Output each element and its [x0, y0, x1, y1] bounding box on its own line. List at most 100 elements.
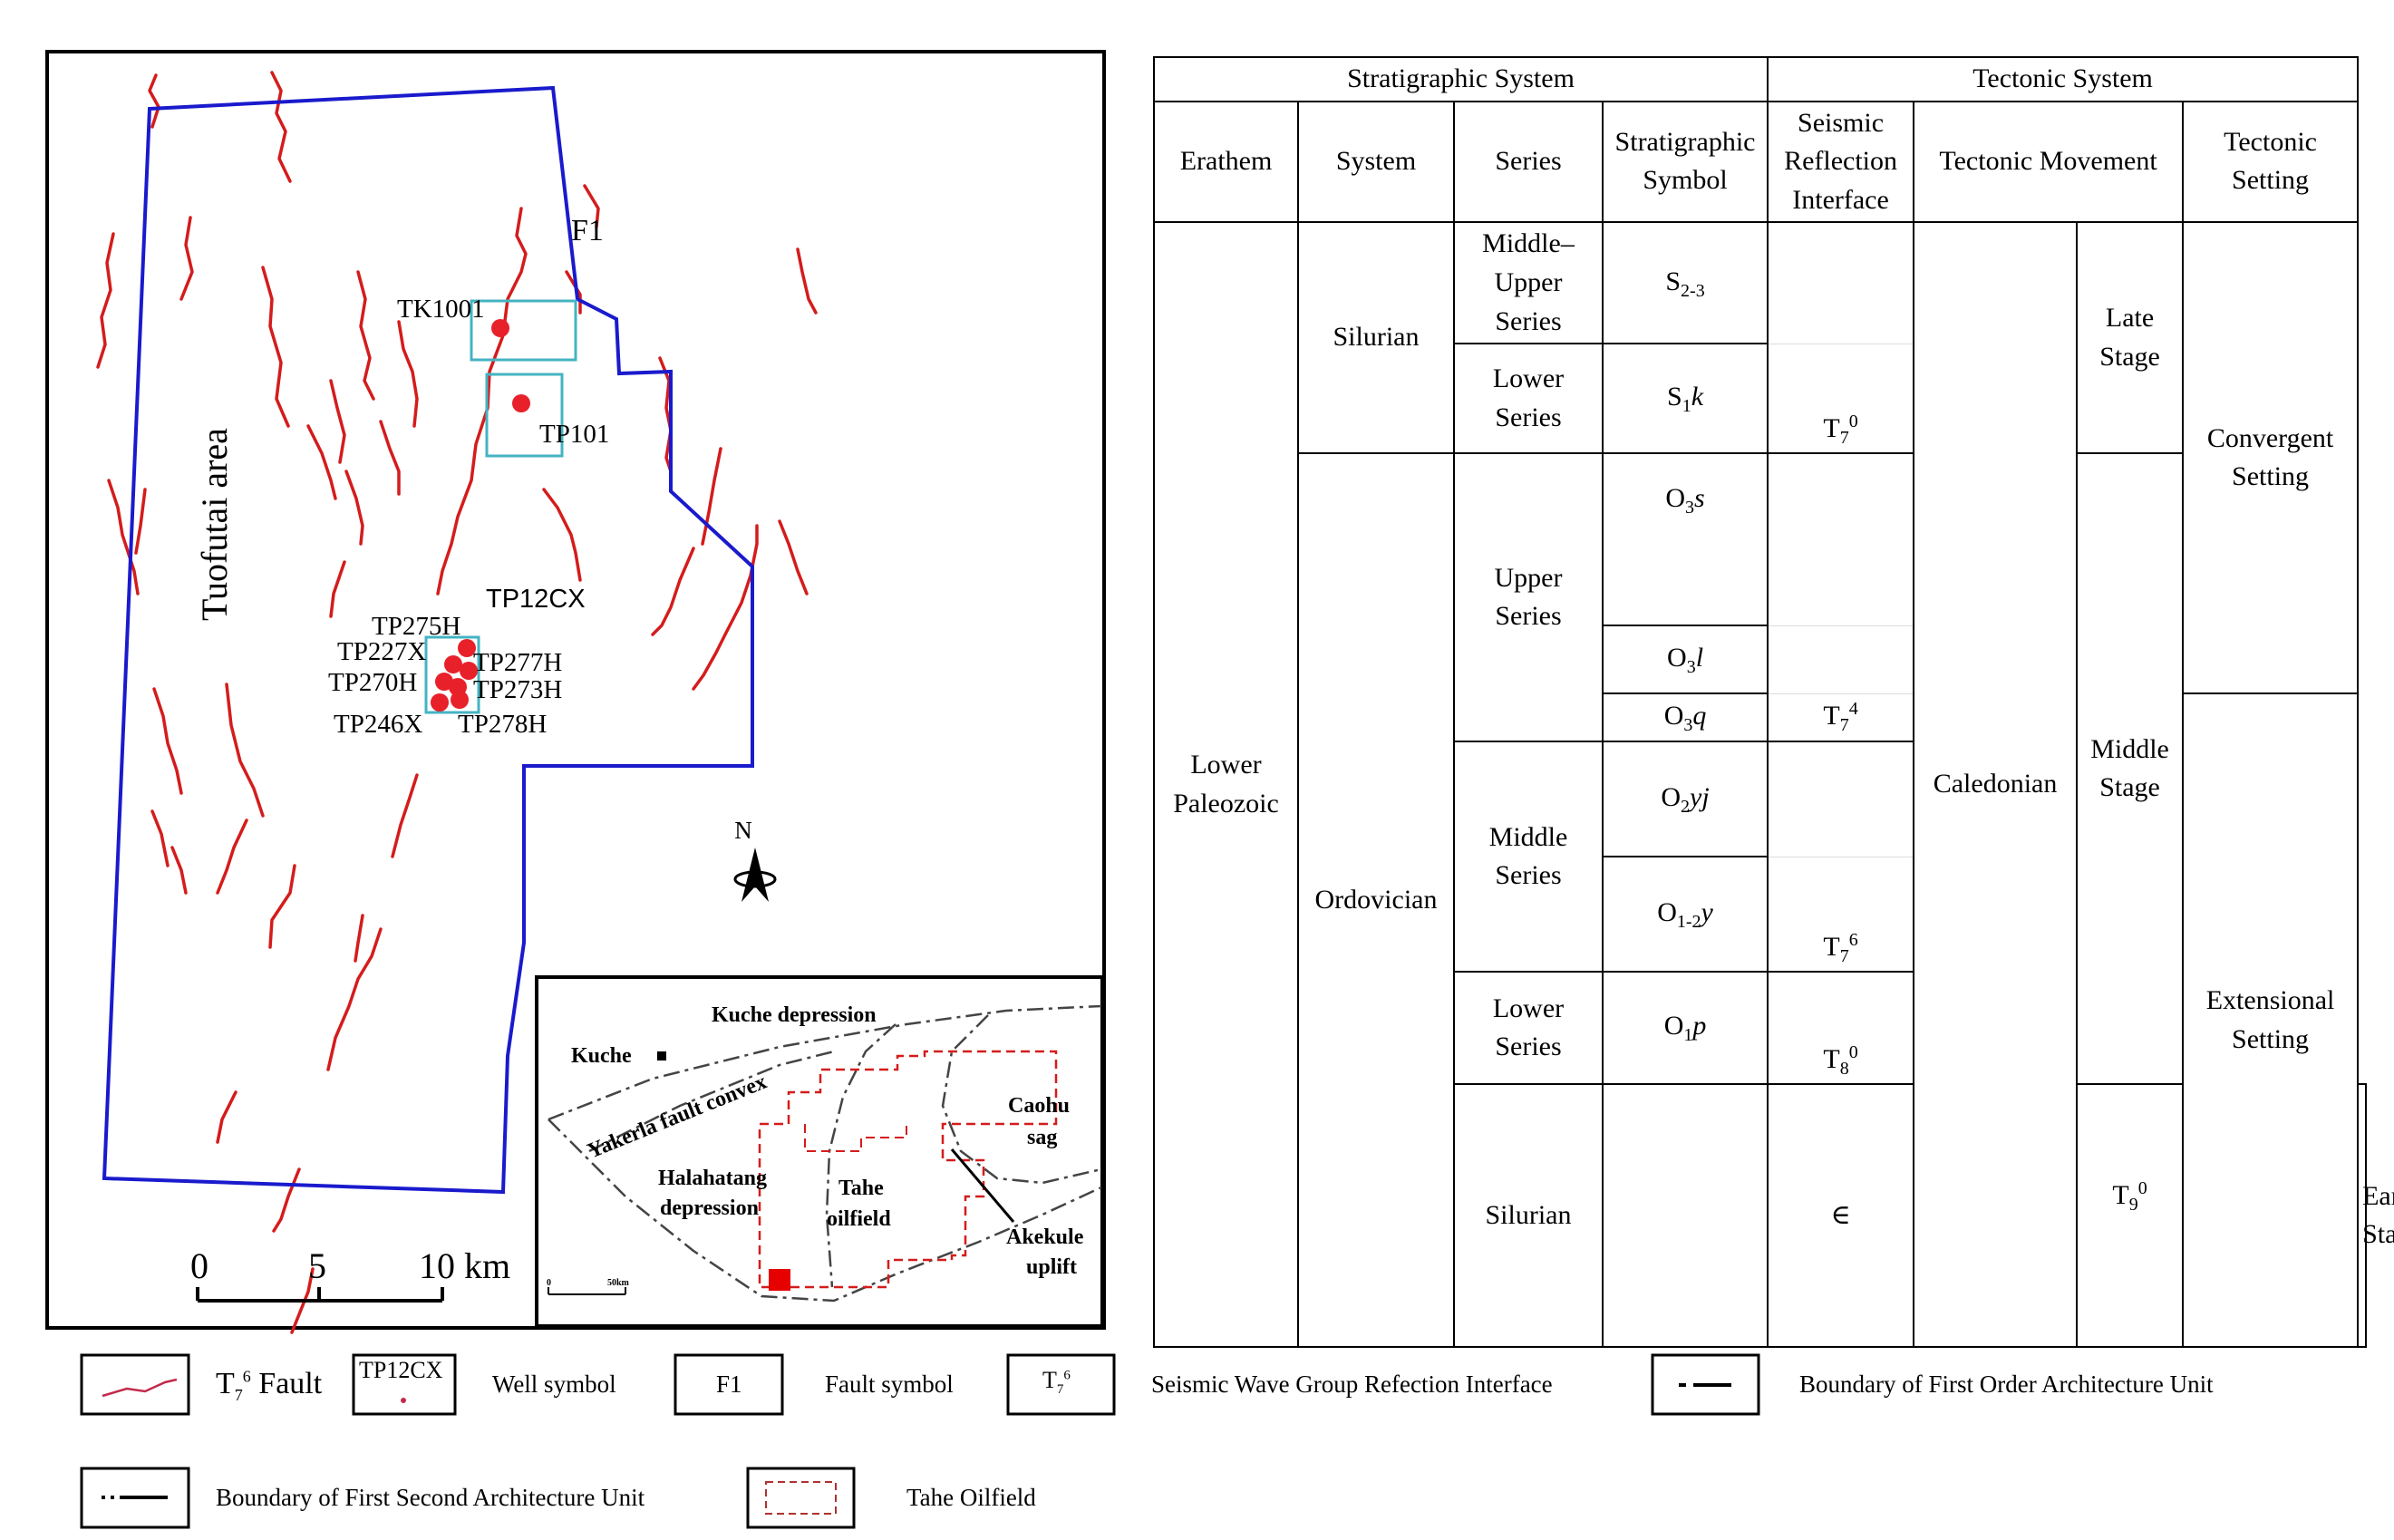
cell-seismic-t76: T76 — [1767, 856, 1915, 973]
kuche-marker — [657, 1051, 666, 1061]
fault-line — [290, 1267, 315, 1334]
scale-tick-0: 0 — [190, 1245, 208, 1286]
legend-fault-symbol-box-label: F1 — [716, 1371, 742, 1398]
legend-well-text: Well symbol — [492, 1371, 616, 1398]
legend-second-order-text: Boundary of First Second Architecture Un… — [216, 1484, 645, 1511]
symbol-base: O — [1663, 1011, 1684, 1041]
well-box-tk1001 — [470, 299, 577, 362]
seismic-subscript: 7 — [1839, 715, 1849, 736]
well-box-tp101 — [485, 373, 564, 458]
stage-middle-1: Middle — [2090, 733, 2169, 764]
fault-line — [306, 424, 337, 500]
header-tectonic-setting: Tectonic Setting — [2182, 100, 2360, 224]
fault-line — [152, 687, 183, 795]
inset-boundary-yakerla — [588, 1050, 835, 1153]
fault-line — [170, 846, 188, 895]
series-mu-3: Series — [1495, 305, 1562, 336]
fault-line — [354, 914, 364, 963]
well-label-tp273h: TP273H — [473, 675, 562, 704]
cell-movement-caledonian: Caledonian — [1913, 221, 2079, 1349]
seismic-subscript: 8 — [1839, 1058, 1849, 1079]
well-box-tp12cx — [424, 635, 480, 714]
header-tectonic-system: Tectonic System — [1767, 56, 2360, 102]
inset-map: Kuche depression Kuche Yakerla fault con… — [535, 975, 1104, 1328]
seismic-superscript: 4 — [1848, 699, 1858, 720]
seismic-superscript: 0 — [1848, 411, 1858, 431]
fault-line — [356, 270, 375, 401]
symbol-tail: l — [1695, 642, 1704, 673]
tahe-oilfield-outline — [758, 1050, 1058, 1289]
fault-line — [329, 560, 346, 618]
legend-fault-sub: 7 — [234, 1385, 243, 1404]
symbol-tail: p — [1692, 1011, 1707, 1041]
fault-line — [134, 488, 147, 555]
fault-line — [778, 519, 809, 596]
symbol-subscript: 2-3 — [1681, 280, 1705, 301]
cell-seismic-blank — [1767, 741, 1915, 857]
well-point-tp278h — [451, 691, 469, 709]
series-olower-2: Series — [1495, 1032, 1562, 1062]
cell-symbol-s23: S2-3 — [1601, 221, 1769, 345]
fault-line — [150, 809, 170, 867]
erathem-line1: Lower — [1190, 750, 1262, 780]
legend-fault-symbol-text: Fault symbol — [825, 1371, 954, 1398]
series-mu-2: Upper — [1494, 266, 1563, 297]
fault-line — [270, 71, 292, 183]
fault-line — [148, 73, 160, 129]
seismic-subscript: 7 — [1839, 945, 1849, 966]
header-seismic-line3: Interface — [1792, 184, 1889, 215]
setting-ext-2: Setting — [2232, 1023, 2310, 1054]
header-seismic-line1: Seismic — [1798, 107, 1885, 138]
fault-line — [107, 479, 140, 596]
cell-symbol-o2yj: O2yj — [1601, 741, 1769, 858]
erathem-line2: Paleozoic — [1173, 788, 1279, 818]
setting-conv-2: Setting — [2232, 461, 2310, 492]
setting-conv-1: Convergent — [2206, 422, 2334, 453]
fault-line — [651, 547, 695, 636]
header-tectonic-movement: Tectonic Movement — [1913, 100, 2185, 224]
symbol-base: O — [1657, 896, 1677, 927]
legend-fault-base: T — [216, 1367, 235, 1400]
well-label-tp277h: TP277H — [473, 648, 562, 677]
fault-traces — [96, 71, 818, 1334]
legend-second-order-box — [80, 1467, 190, 1529]
legend-fault-box — [80, 1353, 190, 1416]
symbol-subscript: 2 — [1681, 796, 1691, 817]
series-olower-1: Lower — [1492, 993, 1565, 1023]
cell-seismic-t80: T80 — [1767, 971, 1915, 1086]
cell-series-middle: Middle Series — [1453, 741, 1604, 973]
scale-tick-5: 5 — [308, 1245, 326, 1286]
inset-label-akekule-1: Akekule — [1006, 1225, 1084, 1249]
seismic-subscript: 7 — [1839, 427, 1849, 448]
fault-line — [272, 1167, 301, 1233]
header-setting-line1: Tectonic — [2224, 126, 2317, 157]
well-point-tp227x — [444, 655, 462, 673]
legend-first-order-text: Boundary of First Order Architecture Uni… — [1799, 1371, 2214, 1398]
wells — [431, 319, 530, 712]
legend-seismic-box — [1006, 1353, 1116, 1416]
seismic-base: T — [2112, 1180, 2129, 1211]
symbol-subscript: 3 — [1685, 498, 1695, 518]
cell-series-upper: Upper Series — [1453, 452, 1604, 743]
area-label: Tuofutai area — [194, 428, 235, 621]
well-point-tk1001 — [491, 319, 509, 337]
map-scale-bar — [196, 1287, 444, 1303]
seismic-superscript: 6 — [1848, 929, 1858, 950]
cell-seismic-blank — [1767, 452, 1915, 626]
header-seismic-interface: Seismic Reflection Interface — [1767, 100, 1915, 224]
seismic-base: T — [1823, 412, 1840, 443]
inset-study-area-marker — [769, 1269, 790, 1291]
well-label-tp101: TP101 — [539, 420, 609, 449]
seismic-base: T — [1823, 1043, 1840, 1074]
scale-tick-10: 10 km — [419, 1245, 510, 1286]
symbol-subscript: 1 — [1682, 395, 1691, 416]
setting-ext-1: Extensional — [2205, 985, 2335, 1016]
inset-frame — [535, 975, 1104, 1328]
inset-boundary-inner — [825, 1023, 897, 1288]
series-middle-1: Middle — [1488, 821, 1568, 852]
cell-symbol-o3q: O3q — [1601, 693, 1769, 743]
series-mu-1: Middle– — [1482, 228, 1575, 259]
seismic-base: T — [1823, 931, 1840, 962]
inset-boundary-outer — [548, 1119, 1102, 1303]
fault-map: Tuofutai area F1 TK1001 TP101 TP12CX TP2… — [45, 50, 1106, 1334]
